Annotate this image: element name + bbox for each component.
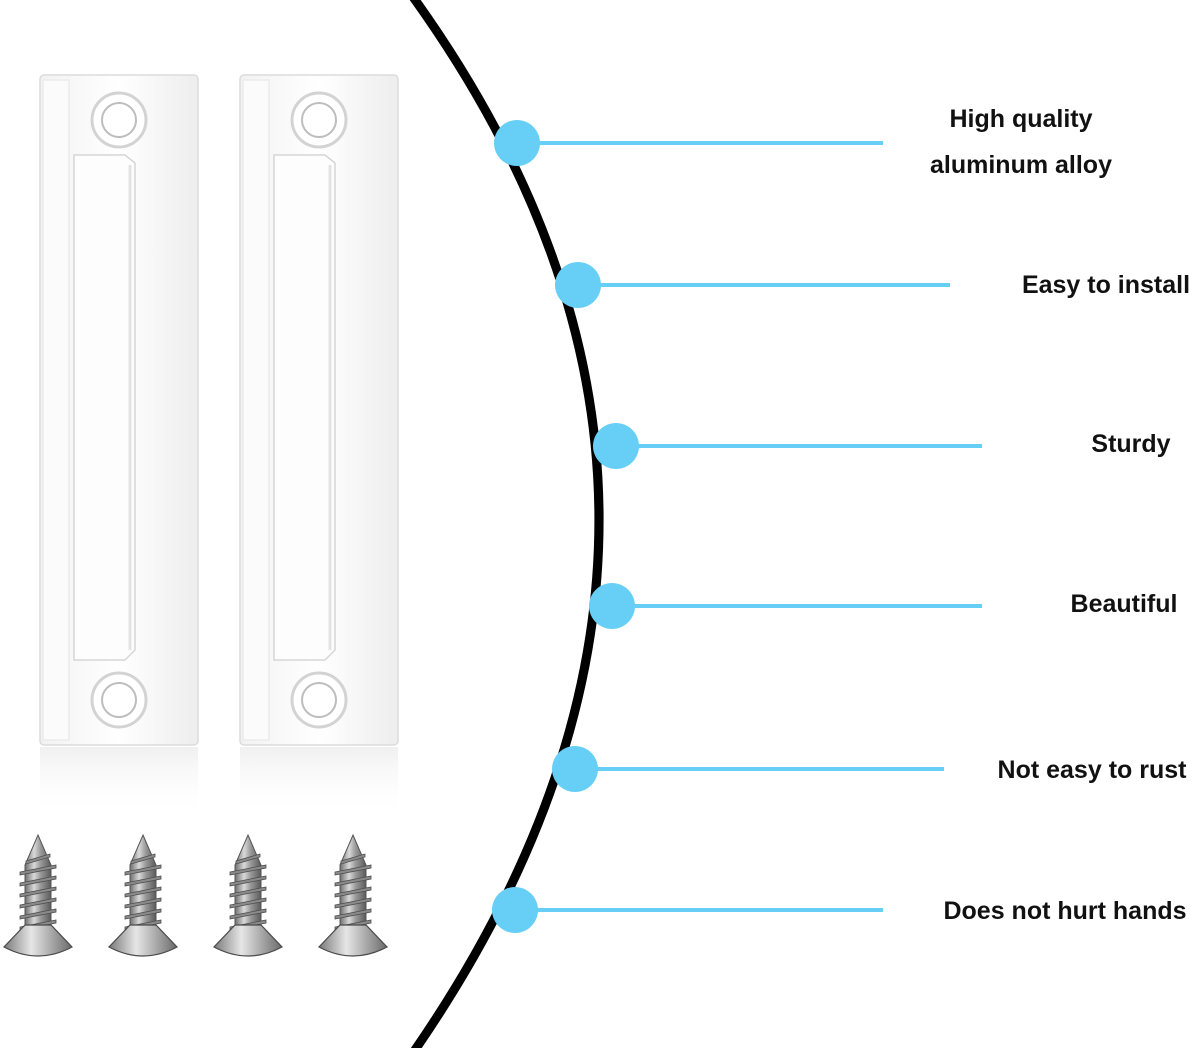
feature-label-high-quality: High quality aluminum alloy bbox=[930, 105, 1112, 179]
screw-thread bbox=[124, 864, 162, 876]
screw-thread bbox=[130, 853, 156, 865]
screw-head bbox=[318, 924, 388, 957]
feature-label-sturdy: Sturdy bbox=[1091, 430, 1171, 458]
screw-thread bbox=[124, 886, 162, 898]
bracket-channel bbox=[73, 154, 136, 661]
screw-thread bbox=[334, 864, 372, 876]
screw-thread bbox=[229, 908, 267, 920]
bracket-channel bbox=[273, 154, 336, 661]
feature-label-does-not-hurt-hands: Does not hurt hands bbox=[943, 897, 1187, 925]
callout-dot-icon bbox=[589, 583, 635, 629]
screw-icon bbox=[108, 833, 178, 957]
mounting-hole-inner bbox=[301, 102, 337, 138]
screw-thread bbox=[124, 908, 162, 920]
screw-thread bbox=[229, 864, 267, 876]
screw-thread bbox=[19, 897, 57, 909]
screw-thread bbox=[25, 853, 51, 865]
screw-thread bbox=[229, 897, 267, 909]
mounting-hole-inner bbox=[301, 682, 337, 718]
screw-thread bbox=[235, 853, 261, 865]
callout-dot-icon bbox=[494, 120, 540, 166]
bracket bbox=[39, 74, 199, 817]
screw-thread bbox=[19, 875, 57, 887]
feature-label-easy-to-install: Easy to install bbox=[1021, 271, 1191, 299]
callout-dot-icon bbox=[593, 423, 639, 469]
callout-dot-icon bbox=[555, 262, 601, 308]
screw-group bbox=[3, 833, 388, 957]
screw-head bbox=[108, 924, 178, 957]
callout-group bbox=[492, 120, 982, 933]
bracket-reflection bbox=[240, 747, 398, 817]
screw-thread bbox=[334, 897, 372, 909]
callout-dot-icon bbox=[552, 746, 598, 792]
screw-thread bbox=[340, 853, 366, 865]
bracket-reflection bbox=[40, 747, 198, 817]
screw-thread bbox=[334, 908, 372, 920]
screw-thread bbox=[124, 875, 162, 887]
feature-label-beautiful: Beautiful bbox=[1070, 590, 1178, 618]
screw-thread bbox=[334, 886, 372, 898]
callout-dot-icon bbox=[492, 887, 538, 933]
screw-icon bbox=[3, 833, 73, 957]
screw-head bbox=[3, 924, 73, 957]
screw-thread bbox=[229, 886, 267, 898]
bracket-flange bbox=[42, 79, 70, 741]
screw-thread bbox=[334, 875, 372, 887]
screw-thread bbox=[229, 875, 267, 887]
screw-thread bbox=[19, 908, 57, 920]
bracket bbox=[239, 74, 399, 817]
screw-thread bbox=[19, 864, 57, 876]
screw-icon bbox=[213, 833, 283, 957]
bracket-group bbox=[39, 74, 399, 817]
bracket-flange bbox=[242, 79, 270, 741]
feature-label-not-easy-to-rust: Not easy to rust bbox=[997, 756, 1187, 784]
mounting-hole-inner bbox=[101, 682, 137, 718]
mounting-hole-inner bbox=[101, 102, 137, 138]
screw-icon bbox=[318, 833, 388, 957]
screw-head bbox=[213, 924, 283, 957]
screw-thread bbox=[19, 886, 57, 898]
screw-thread bbox=[124, 897, 162, 909]
